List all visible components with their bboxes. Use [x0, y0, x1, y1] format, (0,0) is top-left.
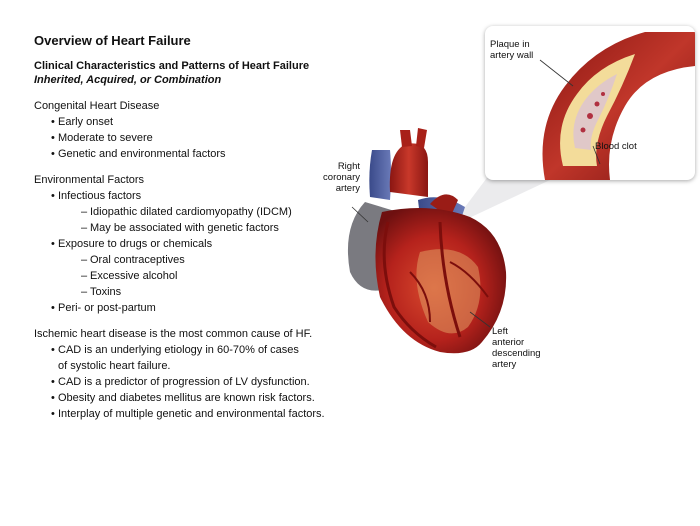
list-item: Obesity and diabetes mellitus are known …: [34, 390, 354, 406]
list-item: Moderate to severe: [34, 130, 354, 146]
environmental-heading: Environmental Factors: [34, 174, 145, 186]
list-item: CAD is an underlying etiology in 60-70% …: [34, 342, 354, 358]
sub-list-item: Toxins: [34, 284, 354, 300]
list-item: CAD is a predictor of progression of LV …: [34, 374, 354, 390]
sub-list-item: Idiopathic dilated cardiomyopathy (IDCM): [34, 204, 354, 220]
sub-list-item: May be associated with genetic factors: [34, 220, 354, 236]
heart-icon: [347, 128, 550, 354]
blood-clot-label: Blood clot: [595, 141, 637, 152]
artery-plaque-icon: [539, 32, 695, 180]
list-item: Exposure to drugs or chemicals: [34, 236, 354, 252]
sub-list-item: Oral contraceptives: [34, 252, 354, 268]
sub-list-item: Excessive alcohol: [34, 268, 354, 284]
page-title: Overview of Heart Failure: [34, 33, 191, 48]
artery-inset: Plaque in artery wall Blood clot: [485, 26, 695, 180]
lad-label: Left anterior descending artery: [492, 326, 541, 370]
heart-illustration: Plaque in artery wall Blood clot Right c…: [310, 22, 700, 382]
ischemic-heading: Ischemic heart disease is the most commo…: [34, 328, 313, 340]
list-item: Genetic and environmental factors: [34, 146, 354, 162]
list-item: Peri- or post-partum: [34, 300, 354, 316]
congenital-heading: Congenital Heart Disease: [34, 100, 160, 112]
rca-label: Right coronary artery: [323, 161, 360, 194]
list-item: Infectious factors: [34, 188, 354, 204]
text-column: Overview of Heart Failure Clinical Chara…: [34, 33, 354, 422]
subtitle-italic: Inherited, Acquired, or Combination: [34, 74, 222, 86]
plaque-label: Plaque in artery wall: [490, 39, 534, 61]
subtitle: Clinical Characteristics and Patterns of…: [34, 60, 310, 72]
list-item-continuation: of systolic heart failure.: [58, 360, 171, 372]
list-item: Early onset: [34, 114, 354, 130]
list-item: Interplay of multiple genetic and enviro…: [34, 406, 354, 422]
